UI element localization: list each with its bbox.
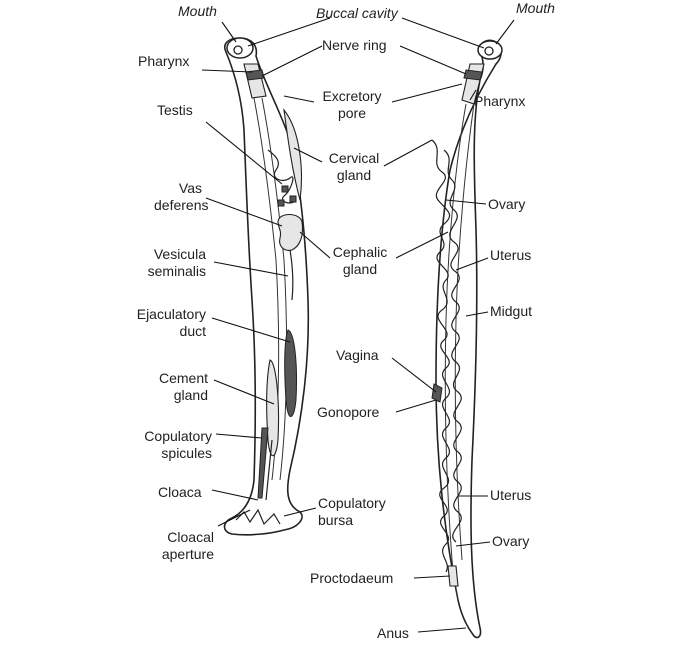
male-mouth-opening: [233, 45, 243, 55]
male-cement-gland-shape: [266, 359, 280, 457]
leader-cephalic-right: [395, 231, 449, 259]
label-proctodaeum: Proctodaeum: [310, 570, 394, 586]
label-copulatory-bursa: Copulatory bursa: [318, 495, 386, 528]
male-spicule-b: [265, 439, 273, 501]
male-ejaculatory-duct-shape: [284, 329, 297, 417]
leader-lines: [201, 17, 515, 633]
female-nerve-ring-shape: [463, 69, 483, 81]
label-vas-deferens: Vas deferens: [154, 180, 209, 213]
label-vagina: Vagina: [336, 347, 379, 363]
label-cephalic-gland: Cephalic gland: [332, 244, 388, 277]
label-uterus-bottom: Uterus: [490, 487, 532, 503]
leader-ovary-top: [445, 199, 487, 205]
leader-ovary-bottom: [455, 541, 491, 547]
label-gonopore: Gonopore: [317, 404, 380, 420]
male-vesicula-shape: [289, 249, 294, 301]
male-spicule-a: [257, 427, 269, 499]
label-testis: Testis: [157, 102, 193, 118]
leader-cloacal-aperture: [217, 509, 251, 527]
label-cloaca: Cloaca: [158, 484, 202, 500]
leader-nerve-ring-right: [399, 45, 467, 75]
female-midgut-inner: [454, 103, 475, 561]
male-nerve-ring-shape: [245, 69, 265, 81]
leader-bursa: [283, 507, 317, 517]
label-female-mouth: Mouth: [516, 0, 555, 16]
female-reproductive-coil: [431, 139, 451, 573]
label-ovary-top: Ovary: [488, 196, 526, 212]
leader-buccal-right: [401, 17, 485, 49]
label-female-pharynx: Pharynx: [474, 93, 526, 109]
female-body-outline: [435, 39, 503, 639]
female-proctodaeum-shape: [447, 565, 459, 587]
leader-pharynx-right: [469, 89, 477, 101]
leader-cephalic-left: [299, 231, 331, 259]
male-cervical-gland-shape: [283, 108, 302, 201]
male-body-outline: [223, 37, 310, 536]
male-intestine-inner: [261, 97, 288, 481]
label-copulatory-spicules: Copulatory spicules: [144, 428, 212, 461]
label-uterus-top: Uterus: [490, 247, 532, 263]
label-buccal-cavity: Buccal cavity: [316, 5, 398, 21]
label-cement-gland: Cement gland: [158, 370, 208, 403]
label-vesicula-seminalis: Vesicula seminalis: [147, 246, 206, 279]
male-testis-dots: [277, 185, 297, 207]
leader-mouth-left: [221, 21, 237, 43]
label-midgut: Midgut: [490, 303, 533, 319]
label-cloacal-aperture: Cloacal aperture: [161, 529, 214, 562]
male-worm: [223, 37, 310, 536]
label-male-pharynx: Pharynx: [138, 53, 190, 69]
leader-buccal-left: [247, 17, 331, 47]
female-mouth-opening: [484, 46, 494, 56]
label-male-mouth: Mouth: [178, 3, 217, 19]
label-anus: Anus: [377, 625, 409, 641]
label-nerve-ring: Nerve ring: [322, 37, 387, 53]
leader-cloaca: [211, 489, 259, 501]
label-ovary-bottom: Ovary: [492, 533, 530, 549]
leader-cement-gland: [213, 379, 275, 405]
leader-midgut: [465, 311, 489, 317]
leader-pharynx: [201, 69, 253, 73]
leader-vas-deferens: [205, 197, 283, 227]
label-ejaculatory-duct: Ejaculatory duct: [136, 306, 206, 339]
male-bursa-shape: [235, 508, 281, 526]
label-excretory-pore: Excretory pore: [322, 88, 382, 121]
leader-excretory-right: [391, 83, 463, 103]
leader-anus: [417, 627, 467, 633]
leader-vesicula: [213, 261, 289, 277]
leader-gonopore: [395, 399, 437, 413]
leader-spicules: [215, 433, 263, 439]
leader-proctodaeum: [413, 575, 451, 579]
male-vas-deferens-shape: [277, 213, 304, 251]
leader-nerve-ring-left: [261, 45, 323, 77]
leader-cervical-right: [383, 139, 433, 167]
label-cervical-gland: Cervical gland: [328, 150, 380, 183]
leader-excretory-left: [283, 95, 315, 103]
leader-vagina: [391, 357, 437, 393]
leader-testis: [205, 121, 283, 185]
leader-ejaculatory-duct: [211, 317, 291, 343]
female-vagina-shape: [431, 383, 443, 403]
female-reproductive-coil-b: [443, 149, 462, 543]
leader-mouth-right: [495, 19, 515, 45]
leader-cervical-left: [293, 147, 323, 163]
female-worm: [431, 39, 503, 639]
leader-uterus-top: [455, 257, 489, 271]
